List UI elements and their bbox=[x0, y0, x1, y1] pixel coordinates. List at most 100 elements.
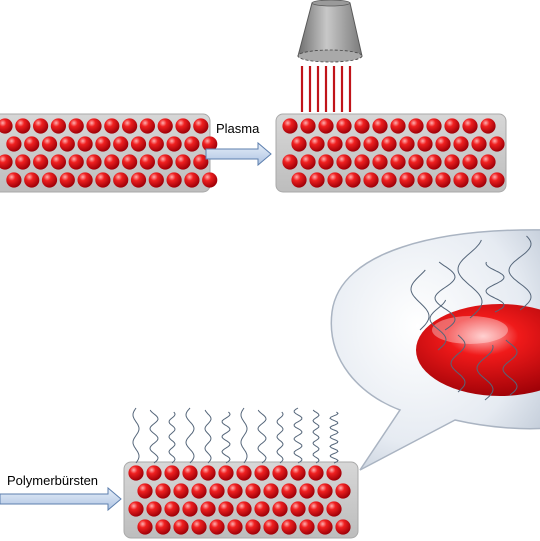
particle bbox=[148, 136, 164, 152]
particle bbox=[290, 501, 306, 517]
particle bbox=[50, 118, 66, 134]
particle bbox=[164, 501, 180, 517]
particle bbox=[175, 154, 191, 170]
substrate-polymer-brush bbox=[123, 461, 359, 539]
polymer-chain bbox=[293, 407, 303, 464]
particle bbox=[480, 118, 496, 134]
particle bbox=[209, 483, 225, 499]
particle bbox=[0, 154, 13, 170]
particle bbox=[157, 118, 173, 134]
polymer-chain bbox=[221, 411, 231, 464]
particle bbox=[173, 483, 189, 499]
particle bbox=[408, 154, 424, 170]
polymer-chain bbox=[502, 339, 518, 396]
particle bbox=[200, 465, 216, 481]
particle bbox=[281, 483, 297, 499]
particle bbox=[327, 172, 343, 188]
particle bbox=[299, 519, 315, 535]
particle bbox=[335, 519, 351, 535]
polymer-chain bbox=[132, 407, 140, 464]
polymer-chain bbox=[434, 261, 456, 331]
particle bbox=[399, 136, 415, 152]
particle bbox=[130, 172, 147, 188]
particle bbox=[453, 136, 469, 152]
polymer-chain bbox=[508, 235, 532, 311]
particle bbox=[272, 465, 288, 481]
particle bbox=[218, 465, 234, 481]
particle bbox=[104, 154, 120, 170]
particle bbox=[308, 501, 324, 517]
particle bbox=[6, 136, 22, 152]
particle bbox=[480, 154, 496, 170]
particle bbox=[336, 154, 352, 170]
particle bbox=[236, 465, 252, 481]
particle bbox=[15, 154, 31, 170]
particle bbox=[166, 136, 182, 152]
polymer-chain bbox=[276, 411, 284, 464]
particle-grid-initial bbox=[0, 118, 218, 188]
particle bbox=[164, 465, 180, 481]
particle bbox=[263, 483, 279, 499]
particle bbox=[390, 118, 406, 134]
particle-grid-plasma-treated bbox=[282, 118, 505, 188]
particle bbox=[381, 172, 397, 188]
particle bbox=[471, 136, 487, 152]
particle bbox=[209, 519, 225, 535]
particle bbox=[191, 519, 207, 535]
particle bbox=[372, 118, 388, 134]
particle bbox=[95, 136, 111, 152]
particle bbox=[0, 118, 13, 134]
particle bbox=[184, 136, 200, 152]
particle bbox=[68, 118, 84, 134]
polymer-chain bbox=[457, 239, 483, 319]
particle bbox=[417, 172, 433, 188]
particle bbox=[345, 136, 361, 152]
particle bbox=[354, 154, 370, 170]
particle bbox=[335, 483, 351, 499]
arrow-right-icon bbox=[0, 486, 122, 512]
particle bbox=[227, 483, 243, 499]
particle bbox=[77, 136, 93, 152]
particle bbox=[300, 154, 316, 170]
particle bbox=[309, 172, 325, 188]
particle bbox=[41, 136, 58, 152]
particle bbox=[453, 172, 469, 188]
particle bbox=[137, 483, 153, 499]
particle bbox=[104, 118, 120, 134]
particle bbox=[139, 118, 155, 134]
particle bbox=[489, 136, 505, 152]
particle bbox=[300, 118, 316, 134]
particle bbox=[59, 136, 75, 152]
particle bbox=[113, 172, 129, 188]
polymer-chain bbox=[204, 409, 212, 464]
particle bbox=[59, 172, 75, 188]
particle bbox=[317, 483, 333, 499]
particle bbox=[24, 172, 40, 188]
zoomed-polymer-chains bbox=[410, 235, 532, 401]
particle bbox=[354, 118, 370, 134]
particle bbox=[146, 501, 162, 517]
polymer-chain bbox=[168, 411, 176, 464]
particle bbox=[146, 465, 162, 481]
polymer-chain bbox=[149, 409, 159, 464]
particle bbox=[155, 519, 171, 535]
particle bbox=[33, 118, 49, 134]
particle bbox=[345, 172, 361, 188]
particle bbox=[489, 172, 505, 188]
polymer-chain bbox=[476, 344, 494, 401]
particle bbox=[15, 118, 31, 134]
particle bbox=[309, 136, 325, 152]
particle bbox=[86, 154, 102, 170]
particle bbox=[381, 136, 397, 152]
particle bbox=[426, 118, 442, 134]
plasma-nozzle-icon bbox=[297, 0, 363, 63]
particle bbox=[86, 118, 102, 134]
particle bbox=[462, 118, 478, 134]
particle bbox=[281, 519, 297, 535]
zoomed-particle bbox=[416, 304, 540, 396]
polymer-chain bbox=[429, 299, 447, 351]
particle bbox=[95, 172, 111, 188]
particle bbox=[372, 154, 388, 170]
plasma-rays bbox=[300, 66, 352, 112]
particle bbox=[317, 519, 333, 535]
